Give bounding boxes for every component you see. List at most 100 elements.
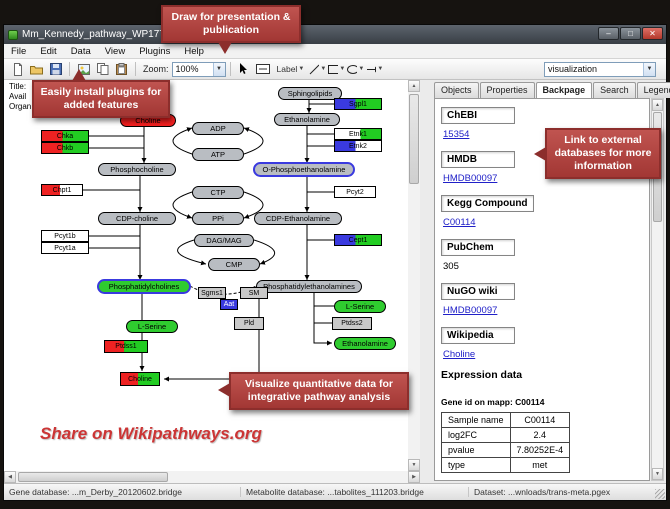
arrow-icon: [367, 66, 377, 72]
close-button[interactable]: ✕: [642, 27, 663, 40]
node-cdp-choline[interactable]: CDP-choline: [98, 212, 176, 225]
node-o-phosphoethanolamine[interactable]: O-Phosphoethanolamine: [254, 163, 354, 176]
save-disk-icon: [49, 63, 62, 75]
node-choline-selected[interactable]: Choline: [120, 372, 160, 386]
menu-data[interactable]: Data: [70, 45, 91, 57]
callout-plugins: Easily install plugins for added feature…: [32, 69, 170, 118]
node-etnk1[interactable]: Etnk1: [334, 128, 382, 140]
table-cell: C00114: [509, 412, 571, 428]
menu-plugins[interactable]: Plugins: [139, 45, 171, 57]
arrow-tool-button[interactable]: ▼: [365, 61, 384, 78]
node-chpt1[interactable]: Chpt1: [41, 184, 83, 196]
node-l-serine-right[interactable]: L-Serine: [334, 300, 386, 313]
node-ptdss1[interactable]: Ptdss1: [104, 340, 148, 353]
node-chkb[interactable]: Chkb: [41, 142, 89, 154]
scroll-down-arrow[interactable]: ▼: [652, 468, 663, 480]
resize-grip[interactable]: [655, 489, 665, 499]
chevron-down-icon[interactable]: ▼: [212, 62, 225, 76]
node-cept1[interactable]: Cept1: [334, 234, 382, 246]
node-aat[interactable]: Aat: [220, 299, 238, 310]
table-cell: type: [441, 457, 511, 473]
side-panel: Objects Properties Backpage Search Legen…: [432, 80, 670, 483]
node-sgpl1[interactable]: Sgpl1: [334, 98, 382, 110]
node-phosphatidylcholines[interactable]: Phosphatidylcholines: [98, 280, 190, 293]
scroll-right-arrow[interactable]: ▶: [408, 471, 420, 483]
node-etnk2[interactable]: Etnk2: [334, 140, 382, 152]
tab-legend[interactable]: Legend: [636, 82, 670, 98]
copy-button[interactable]: [93, 61, 112, 78]
node-phosphatidylethanolamines[interactable]: Phosphatidylethanolamines: [256, 280, 362, 293]
main-area: Title: Avail Organ: [4, 80, 670, 483]
scroll-up-arrow[interactable]: ▲: [652, 99, 663, 111]
scrollbar-thumb[interactable]: [18, 472, 168, 482]
link-kegg-id[interactable]: C00114: [443, 217, 476, 228]
gene-id-line: Gene id on mapp: C00114: [441, 397, 545, 407]
status-gene-database: Gene database: ...m_Derby_20120602.bridg…: [4, 487, 241, 497]
scroll-up-arrow[interactable]: ▲: [408, 80, 420, 92]
node-ethanolamine-top[interactable]: Ethanolamine: [274, 113, 340, 126]
node-chka[interactable]: Chka: [41, 130, 89, 142]
label-tool-button[interactable]: Label▼: [273, 61, 309, 78]
menu-edit[interactable]: Edit: [40, 45, 57, 57]
visualization-select[interactable]: visualization ▼: [544, 61, 656, 77]
maximize-button[interactable]: □: [620, 27, 641, 40]
new-file-button[interactable]: [8, 61, 27, 78]
chevron-down-icon[interactable]: ▼: [643, 62, 655, 76]
menu-file[interactable]: File: [11, 45, 27, 57]
table-row: log2FC 2.4: [441, 427, 571, 443]
tab-search[interactable]: Search: [593, 82, 636, 98]
zoom-select[interactable]: 100% ▼: [171, 61, 226, 77]
node-pld[interactable]: Pld: [234, 317, 264, 330]
link-wikipedia[interactable]: Choline: [443, 349, 476, 360]
title-bar[interactable]: Mm_Kennedy_pathway_WP1771_45176.gpml – □…: [4, 25, 666, 44]
node-atp[interactable]: ATP: [192, 148, 244, 161]
menu-bar: File Edit Data View Plugins Help: [4, 44, 666, 59]
tab-backpage[interactable]: Backpage: [535, 82, 593, 99]
link-nugo-id[interactable]: HMDB00097: [443, 305, 498, 316]
table-cell: log2FC: [441, 427, 511, 443]
datanode-tool-button[interactable]: [254, 61, 273, 78]
menu-view[interactable]: View: [104, 45, 126, 57]
node-pcyt2[interactable]: Pcyt2: [334, 186, 376, 198]
node-sm[interactable]: SM: [240, 287, 268, 299]
scrollbar-thumb[interactable]: [409, 94, 419, 184]
select-tool-button[interactable]: [235, 61, 254, 78]
node-dag-mag[interactable]: DAG/MAG: [194, 234, 254, 247]
link-chebi-id[interactable]: 15354: [443, 129, 470, 140]
scroll-down-arrow[interactable]: ▼: [408, 459, 420, 471]
open-file-button[interactable]: [27, 61, 46, 78]
pathway-canvas[interactable]: Title: Avail Organ: [4, 80, 420, 471]
new-file-icon: [13, 62, 22, 76]
node-ppi[interactable]: PPi: [192, 212, 244, 225]
rect-tool-button[interactable]: ▼: [327, 61, 346, 78]
oval-tool-button[interactable]: ▼: [346, 61, 365, 78]
link-hmdb-id[interactable]: HMDB00097: [443, 173, 498, 184]
node-pcyt1b[interactable]: Pcyt1b: [41, 230, 89, 242]
expression-table: Sample name C00114 log2FC 2.4 pvalue 7.8…: [441, 412, 571, 473]
tab-objects[interactable]: Objects: [434, 82, 479, 98]
field-kegg-compound: Kegg Compound: [441, 195, 534, 212]
node-pcyt1a[interactable]: Pcyt1a: [41, 242, 89, 254]
zoom-value: 100%: [175, 64, 199, 74]
node-ctp[interactable]: CTP: [192, 186, 244, 199]
node-l-serine-left[interactable]: L-Serine: [126, 320, 178, 333]
node-ptdss2[interactable]: Ptdss2: [332, 317, 372, 330]
minimize-button[interactable]: –: [598, 27, 619, 40]
line-tool-button[interactable]: ▼: [308, 61, 327, 78]
node-phosphocholine[interactable]: Phosphocholine: [98, 163, 176, 176]
node-ethanolamine-bottom[interactable]: Ethanolamine: [334, 337, 396, 350]
menu-help[interactable]: Help: [184, 45, 204, 57]
tab-properties[interactable]: Properties: [479, 82, 535, 98]
scroll-left-arrow[interactable]: ◀: [4, 471, 16, 483]
node-cmp[interactable]: CMP: [208, 258, 260, 271]
callout-draw-text: Draw for presentation & publication: [171, 11, 291, 36]
node-sgms1[interactable]: Sgms1: [198, 287, 226, 299]
callout-pointer: [218, 42, 232, 54]
node-sphingolipids[interactable]: Sphingolipids: [278, 87, 342, 100]
save-button[interactable]: [46, 61, 65, 78]
node-adp[interactable]: ADP: [192, 122, 244, 135]
chevron-down-icon: ▼: [377, 66, 384, 72]
node-cdp-ethanolamine[interactable]: CDP-Ethanolamine: [254, 212, 342, 225]
paste-button[interactable]: [112, 61, 131, 78]
canvas-horizontal-scrollbar: ◀ ▶: [4, 471, 420, 483]
